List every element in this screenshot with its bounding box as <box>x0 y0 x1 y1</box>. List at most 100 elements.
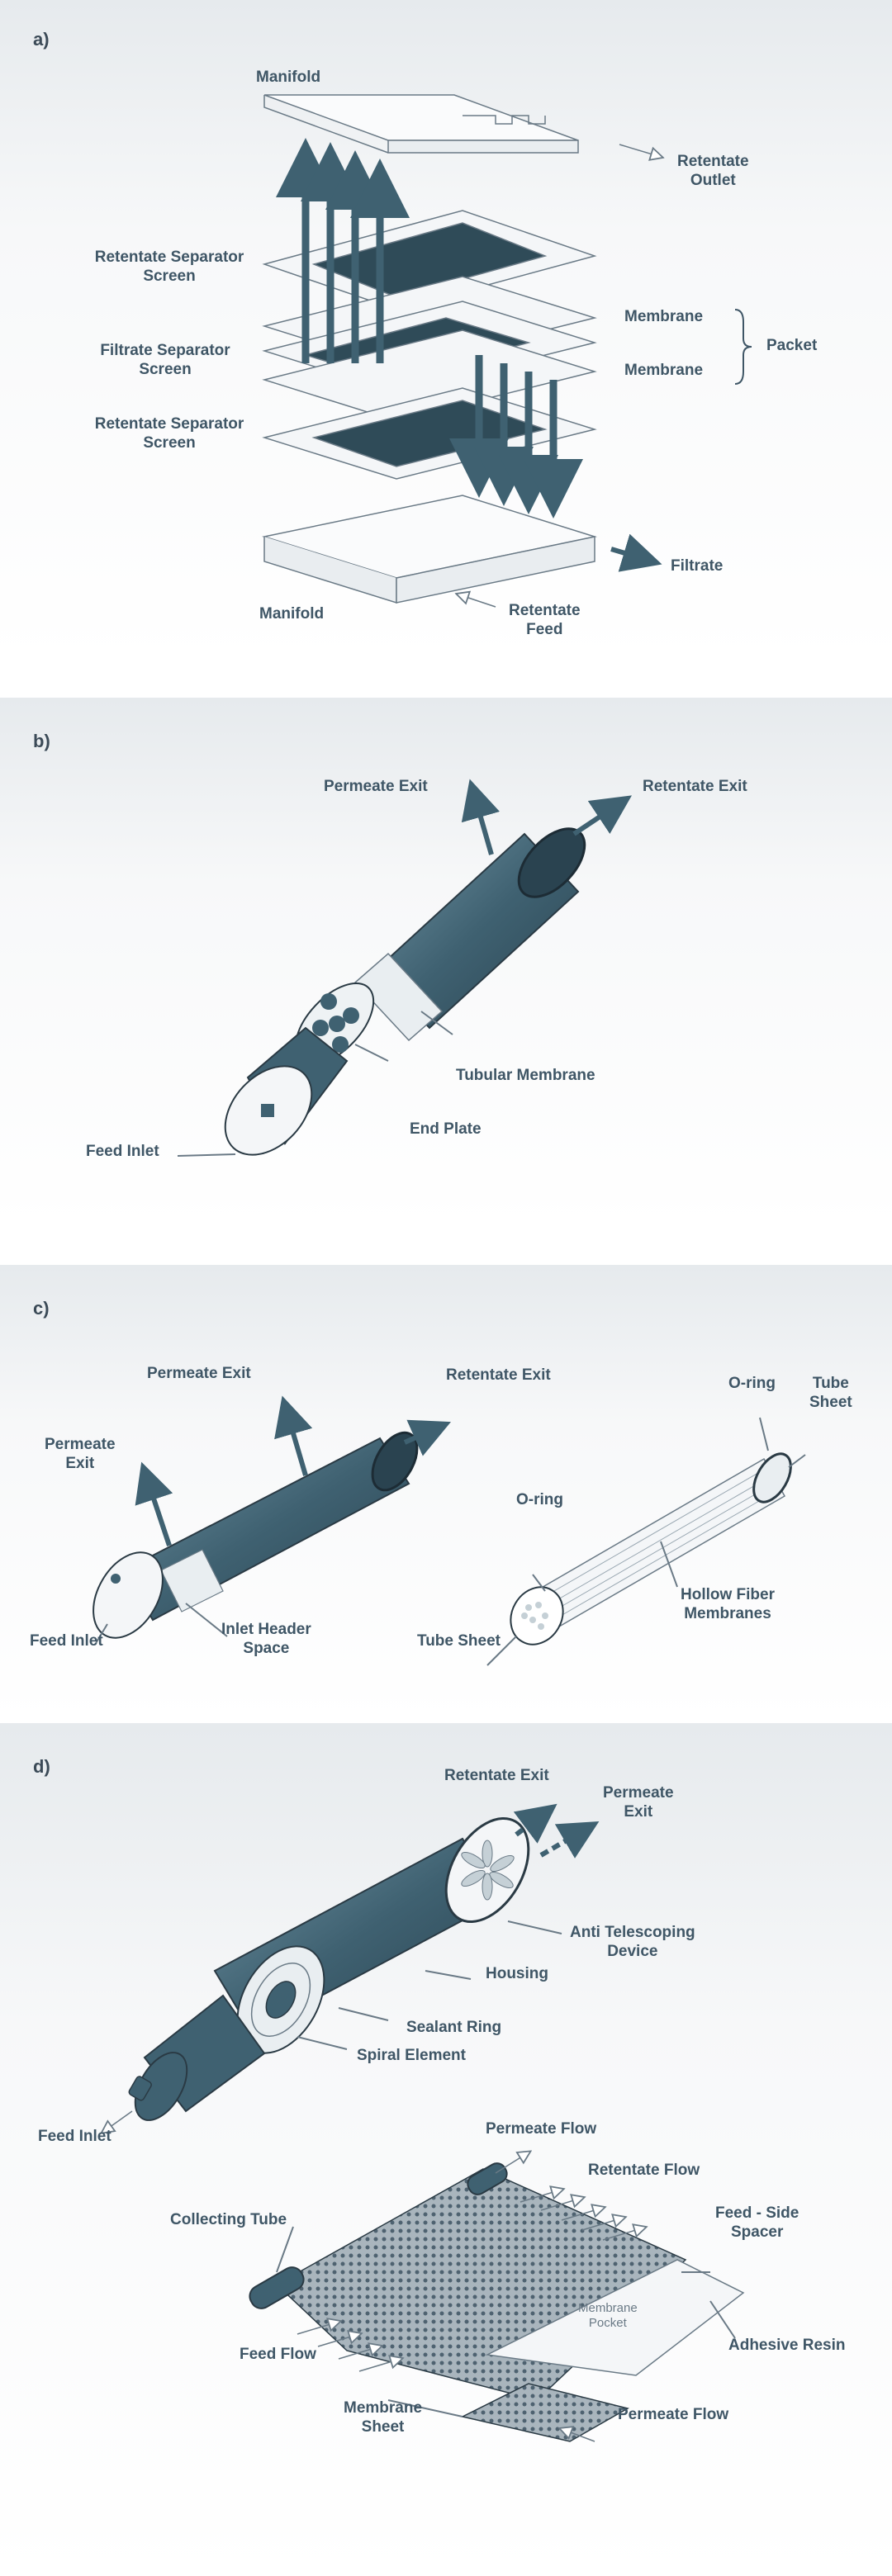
panel-d-figure <box>0 1803 745 2442</box>
label-filtrate-separator: Filtrate Separator Screen <box>100 342 230 378</box>
permeate-exit-arrow <box>461 779 501 855</box>
label-feed-side-spacer: Feed - Side Spacer <box>715 2204 799 2241</box>
permeate-flow-arrows <box>495 2152 529 2174</box>
label-permeate-flow-bottom: Permeate Flow <box>618 2406 729 2423</box>
leader-tubular <box>420 1011 453 1035</box>
label-end-plate: End Plate <box>410 1120 482 1138</box>
retentate-exit-arrow <box>572 795 632 836</box>
hollow-fiber-module-body <box>122 1437 410 1622</box>
tube-sheet-holes <box>521 1602 548 1630</box>
label-permeate-exit-top: Permeate Exit <box>147 1365 251 1382</box>
label-feed-inlet: Feed Inlet <box>30 1632 103 1650</box>
permeate-exit-top-arrow <box>274 1395 313 1476</box>
panel-d-label: d) <box>33 1756 50 1777</box>
leader-end-plate <box>354 1044 389 1062</box>
inlet-header-fibers <box>160 1549 224 1612</box>
leader-tube-sheet-left <box>486 1636 517 1666</box>
label-retentate-separator-top: Retentate Separator Screen <box>94 249 244 285</box>
label-membrane-sheet: Membrane Sheet <box>344 2399 423 2436</box>
tubular-membrane-bundle <box>353 952 444 1042</box>
label-membrane-1: Membrane <box>624 308 704 325</box>
label-tube-sheet-right: Tube Sheet <box>809 1375 852 1411</box>
left-feed-port <box>111 1574 121 1584</box>
leader-adhesive <box>709 2300 736 2339</box>
flow-arrows-down <box>449 355 583 519</box>
left-end-face <box>93 1551 164 1639</box>
label-feed-flow: Feed Flow <box>240 2346 316 2363</box>
panel-d: d) <box>0 1723 892 2576</box>
label-collecting-tube: Collecting Tube <box>170 2211 287 2228</box>
leader-hollow-fiber <box>660 1541 678 1588</box>
retentate-screen-bottom <box>262 387 597 480</box>
label-feed-inlet: Feed Inlet <box>38 2128 112 2145</box>
left-tube-sheet <box>510 1586 564 1646</box>
label-permeate-exit-side: Permeate Exit <box>45 1436 116 1472</box>
leader-atd <box>507 1920 562 1934</box>
panel-b-figure <box>177 779 632 1157</box>
label-retentate-exit: Retentate Exit <box>643 778 747 795</box>
retentate-exit-arrow <box>403 1419 451 1456</box>
label-spiral-element: Spiral Element <box>357 2047 466 2064</box>
label-hollow-fiber-membranes: Hollow Fiber Membranes <box>681 1586 775 1622</box>
fiber-lines <box>532 1466 781 1626</box>
leader-housing <box>425 1970 472 1980</box>
feed-flow-arrows <box>297 2322 401 2372</box>
permeate-flow-bottom-arrows <box>562 2429 595 2442</box>
leader-feed <box>177 1153 236 1157</box>
label-permeate-exit: Permeate Exit <box>324 778 428 795</box>
collecting-tube <box>249 2266 305 2309</box>
label-anti-telescoping-device: Anti Telescoping Device <box>570 1924 695 1960</box>
bottom-manifold <box>262 495 597 604</box>
end-plate-holes <box>312 993 359 1053</box>
membrane-pocket <box>485 2259 745 2376</box>
retentate-flow-arrows <box>520 2190 644 2241</box>
label-retentate-flow: Retentate Flow <box>588 2162 700 2179</box>
feed-inlet-port <box>261 1104 274 1117</box>
membrane-bottom <box>262 329 597 422</box>
retentate-exit-arrow <box>513 1803 558 1844</box>
label-feed-inlet: Feed Inlet <box>86 1143 159 1160</box>
flow-arrows-up <box>276 138 410 363</box>
panel-b-label: b) <box>33 731 50 751</box>
label-retentate-feed: Retentate Feed <box>509 602 581 638</box>
label-housing: Housing <box>486 1965 548 1982</box>
permeate-exit-arrow <box>539 1821 600 1859</box>
label-filtrate: Filtrate <box>671 557 724 575</box>
label-permeate-exit: Permeate Exit <box>603 1784 674 1821</box>
right-tube-sheet <box>752 1452 792 1503</box>
label-tube-sheet-left: Tube Sheet <box>417 1632 501 1650</box>
top-manifold <box>263 94 579 154</box>
filtrate-arrow <box>610 533 662 572</box>
label-packet: Packet <box>766 337 818 354</box>
retentate-feed-arrow <box>458 594 496 608</box>
leader-tube-sheet-right <box>788 1454 806 1468</box>
label-o-ring-left: O-ring <box>516 1491 563 1508</box>
panel-a-label: a) <box>33 29 50 50</box>
label-retentate-outlet: Retentate Outlet <box>677 153 749 189</box>
membrane-sheet-lower <box>460 2383 629 2442</box>
label-o-ring-right: O-ring <box>728 1375 776 1392</box>
panel-c-figure <box>93 1395 806 1666</box>
atd-petals <box>461 1840 515 1901</box>
leader-feed-inlet <box>94 1623 108 1646</box>
label-permeate-flow-top: Permeate Flow <box>486 2120 597 2138</box>
leader-o-ring-right <box>759 1417 769 1451</box>
label-sealant-ring: Sealant Ring <box>406 2019 502 2036</box>
panel-a: a) <box>0 0 892 661</box>
label-inlet-header-space: Inlet Header Space <box>221 1621 311 1657</box>
leader-inlet-header <box>185 1603 228 1637</box>
leader-spiral <box>297 2036 348 2050</box>
label-retentate-separator-bottom: Retentate Separator Screen <box>94 415 244 452</box>
panel-b: b) Permeate Exit Retentate Exit Tu <box>0 698 892 1226</box>
feed-nozzle <box>128 2076 152 2101</box>
permeate-exit-side-arrow <box>135 1461 173 1546</box>
label-retentate-exit: Retentate Exit <box>444 1767 549 1784</box>
leader-collecting-tube <box>276 2226 294 2273</box>
label-membrane-pocket: Membrane Pocket <box>578 2301 638 2330</box>
leader-o-ring-left <box>532 1574 546 1592</box>
panel-c-label: c) <box>33 1298 50 1319</box>
retentate-screen-top <box>262 210 597 310</box>
retentate-outlet-arrow <box>619 144 661 157</box>
label-tubular-membrane: Tubular Membrane <box>456 1067 595 1084</box>
collecting-tube-end <box>467 2162 508 2195</box>
